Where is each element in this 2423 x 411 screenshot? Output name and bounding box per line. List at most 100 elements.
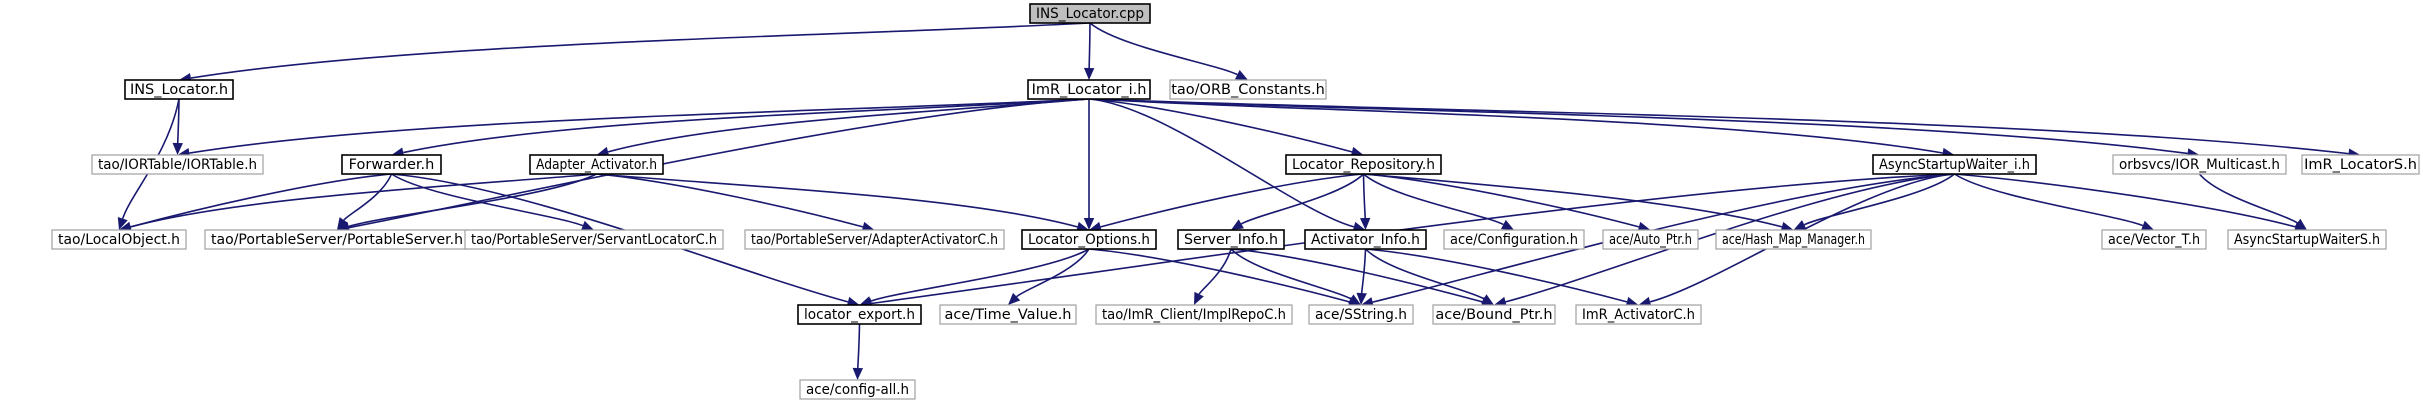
graph-node-ace-sstring-h[interactable]: ace/SString.h (1308, 304, 1414, 325)
edge-arrowhead (1083, 67, 1095, 80)
graph-node-tao-ps-adapteractivatorc-h[interactable]: tao/PortableServer/AdapterActivatorC.h (744, 229, 1005, 250)
graph-node-activator-info-h[interactable]: Activator_Info.h (1304, 229, 1427, 250)
dependency-edge (1088, 98, 1355, 228)
graph-node-ins-locator-cpp[interactable]: INS_Locator.cpp (1029, 3, 1151, 24)
node-box[interactable] (2112, 154, 2287, 175)
node-box[interactable] (124, 79, 234, 100)
edge-arrowhead (1637, 221, 1651, 232)
node-box[interactable] (1575, 304, 1702, 325)
node-label: ace/Time_Value.h (944, 307, 1071, 323)
node-label: Locator_Repository.h (1292, 157, 1435, 173)
graph-node-tao-ps-portableserver-h[interactable]: tao/PortableServer/PortableServer.h (204, 229, 470, 250)
dependency-edge (607, 98, 1090, 153)
node-box[interactable] (1443, 229, 1585, 250)
dependency-edge (348, 173, 597, 228)
node-label: INS_Locator.h (130, 82, 228, 98)
node-box[interactable] (1872, 154, 2037, 175)
dependency-edge (1954, 173, 2144, 227)
node-box[interactable] (1021, 229, 1157, 250)
graph-node-forwarder-h[interactable]: Forwarder.h (341, 154, 442, 175)
graph-node-imr-activatorc-h[interactable]: ImR_ActivatorC.h (1575, 304, 1702, 325)
node-box[interactable] (1029, 3, 1151, 24)
node-label: orbsvcs/IOR_Multicast.h (2119, 157, 2280, 173)
edge-arrowhead (1793, 220, 1807, 230)
dependency-edge (403, 98, 1090, 154)
graph-node-ins-locator-h[interactable]: INS_Locator.h (124, 79, 234, 100)
dependency-edge (343, 173, 393, 221)
node-box[interactable] (1177, 229, 1285, 250)
graph-node-asyncstartupwaiter-i-h[interactable]: AsyncStartupWaiter_i.h (1872, 154, 2037, 175)
node-box[interactable] (464, 229, 724, 250)
graph-node-tao-localobject-h[interactable]: tao/LocalObject.h (51, 229, 187, 250)
graph-node-tao-imr-client-implrepoc-h[interactable]: tao/ImR_Client/ImplRepoC.h (1095, 304, 1293, 325)
graph-node-ace-hash-map-manager-h[interactable]: ace/Hash_Map_Manager.h (1715, 229, 1872, 250)
graph-node-orbsvcs-ior-multicast-h[interactable]: orbsvcs/IOR_Multicast.h (2112, 154, 2287, 175)
node-box[interactable] (1304, 229, 1427, 250)
node-label: tao/PortableServer/ServantLocatorC.h (471, 232, 717, 248)
node-box[interactable] (91, 154, 264, 175)
node-box[interactable] (1602, 229, 1699, 250)
node-box[interactable] (1027, 79, 1151, 100)
dependency-edge (857, 323, 861, 369)
graph-node-tao-iortable-iortable-h[interactable]: tao/IORTable/IORTable.h (91, 154, 264, 175)
dependency-edge (1088, 22, 1091, 69)
dependency-edge (2198, 173, 2298, 224)
graph-node-locator-export-h[interactable]: locator_export.h (797, 304, 922, 325)
node-box[interactable] (1169, 79, 1327, 100)
dependency-edge (1198, 248, 1232, 295)
graph-node-locator-options-h[interactable]: Locator_Options.h (1021, 229, 1157, 250)
node-box[interactable] (1095, 304, 1293, 325)
graph-node-ace-time-value-h[interactable]: ace/Time_Value.h (939, 304, 1077, 325)
graph-node-asyncstartupwaiters-h[interactable]: AsyncStartupWaiterS.h (2227, 229, 2387, 250)
graph-node-tao-orb-constants-h[interactable]: tao/ORB_Constants.h (1169, 79, 1327, 100)
node-label: tao/ORB_Constants.h (1171, 82, 1325, 98)
graph-node-adapter-activator-h[interactable]: Adapter_Activator.h (529, 154, 664, 175)
dependency-edge (190, 22, 1091, 79)
dependency-edge (596, 173, 864, 228)
edge-arrowhead (1625, 296, 1639, 307)
graph-node-imr-locator-i-h[interactable]: ImR_Locator_i.h (1027, 79, 1151, 100)
node-box[interactable] (2227, 229, 2387, 250)
node-label: tao/PortableServer/PortableServer.h (211, 232, 463, 248)
dependency-edge (1803, 173, 1956, 226)
edge-arrowhead (1356, 292, 1367, 305)
graph-node-server-info-h[interactable]: Server_Info.h (1177, 229, 1285, 250)
graph-node-ace-vector-t-h[interactable]: ace/Vector_T.h (2101, 229, 2207, 250)
graph-node-ace-configuration-h[interactable]: ace/Configuration.h (1443, 229, 1585, 250)
edge-arrowhead (117, 216, 128, 230)
node-label: Server_Info.h (1184, 232, 1278, 248)
node-box[interactable] (797, 304, 922, 325)
dependency-edge (1016, 248, 1090, 298)
graph-node-tao-ps-servantlocatorc-h[interactable]: tao/PortableServer/ServantLocatorC.h (464, 229, 724, 250)
edge-arrowhead (2294, 218, 2307, 230)
node-box[interactable] (1285, 154, 1442, 175)
node-box[interactable] (1308, 304, 1414, 325)
node-label: locator_export.h (804, 307, 915, 323)
edge-arrowhead (1359, 217, 1371, 230)
edge-arrowhead (1234, 69, 1248, 80)
dependency-edge (1088, 98, 2349, 155)
graph-node-ace-config-all-h[interactable]: ace/config-all.h (799, 379, 916, 400)
node-box[interactable] (529, 154, 664, 175)
node-box[interactable] (939, 304, 1077, 325)
node-box[interactable] (51, 229, 187, 250)
graph-node-ace-auto-ptr-h[interactable]: ace/Auto_Ptr.h (1602, 229, 1699, 250)
dependency-edge (1364, 248, 1485, 300)
dependency-edge (130, 173, 392, 228)
node-box[interactable] (799, 379, 916, 400)
edge-arrowhead (1500, 219, 1514, 230)
dependency-edge (1362, 173, 1504, 226)
node-box[interactable] (744, 229, 1005, 250)
dependency-edge (870, 248, 1090, 302)
node-box[interactable] (341, 154, 442, 175)
node-box[interactable] (1432, 304, 1556, 325)
node-box[interactable] (2101, 229, 2207, 250)
node-label: ace/SString.h (1315, 307, 1407, 323)
graph-node-imr-locators-h[interactable]: ImR_LocatorS.h (2301, 154, 2420, 175)
node-label: ImR_Locator_i.h (1032, 82, 1147, 98)
graph-node-ace-bound-ptr-h[interactable]: ace/Bound_Ptr.h (1432, 304, 1556, 325)
node-box[interactable] (2301, 154, 2420, 175)
graph-node-locator-repository-h[interactable]: Locator_Repository.h (1285, 154, 1442, 175)
node-box[interactable] (1715, 229, 1872, 250)
